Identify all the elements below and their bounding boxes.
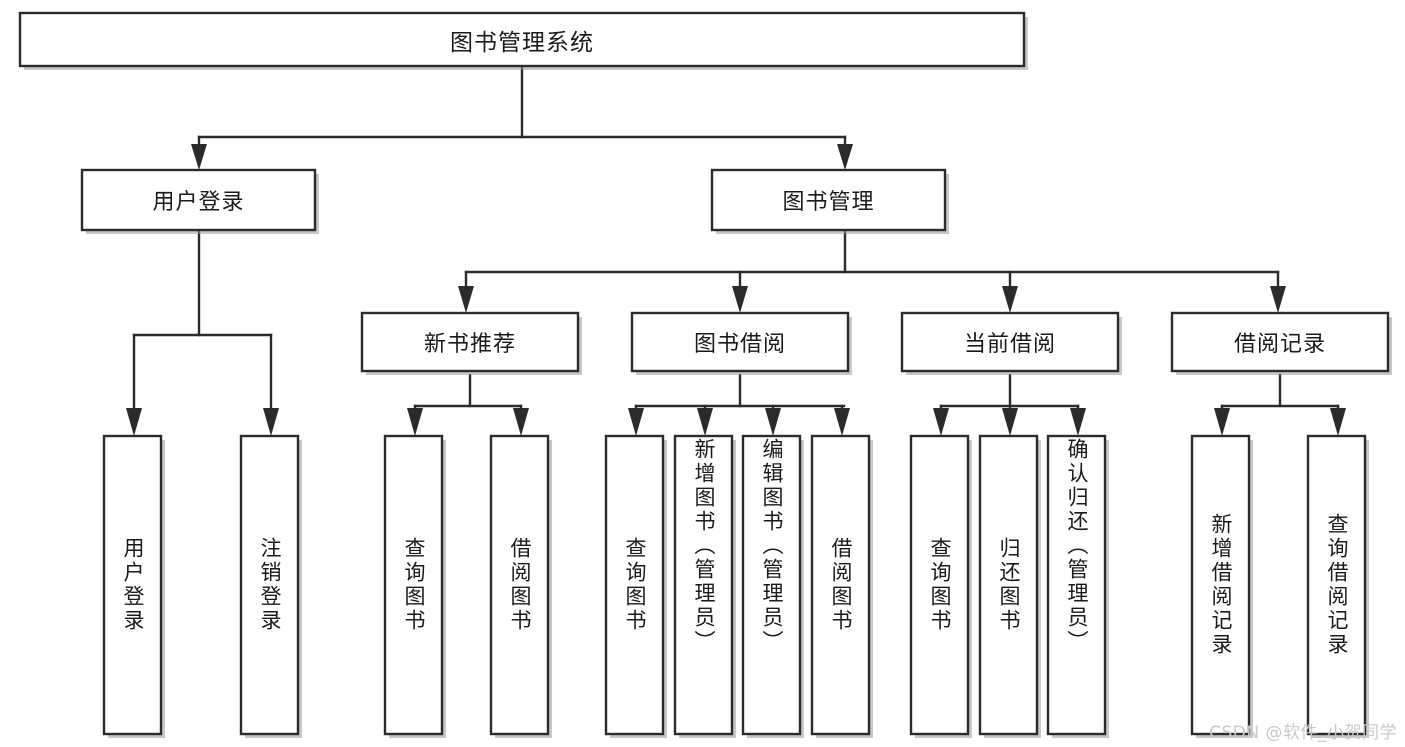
arrow-head-leaf10 <box>1002 408 1018 436</box>
node-leaf5-box[interactable] <box>604 434 665 736</box>
arrow-head-leaf3 <box>407 408 423 436</box>
arrow-head-borrow <box>732 286 748 313</box>
node-leaf3-box[interactable] <box>383 434 444 736</box>
node-root[interactable] <box>18 11 1028 70</box>
node-leaf2-box[interactable] <box>239 434 300 736</box>
arrow-head-leaf12 <box>1214 408 1230 436</box>
node-current-box[interactable] <box>900 311 1120 373</box>
arrow-head-leaf4 <box>513 408 529 436</box>
arrow-head-current <box>1002 286 1018 313</box>
node-bookmgmt[interactable] <box>710 168 949 234</box>
arrow-head-leaf5 <box>628 408 644 436</box>
edge-group-bookmgmt <box>458 230 1286 313</box>
node-leaf13[interactable] <box>1306 434 1369 738</box>
arrow-head-bookmgmt <box>837 144 853 170</box>
node-current[interactable] <box>900 311 1122 375</box>
node-bookmgmt-box[interactable] <box>710 168 947 232</box>
edge-group-root <box>191 66 853 170</box>
node-leaf9-box[interactable] <box>909 434 970 736</box>
arrow-head-leaf11 <box>1070 408 1086 436</box>
node-root-box[interactable] <box>18 11 1026 68</box>
node-leaf5[interactable] <box>604 434 667 738</box>
node-leaf12-box[interactable] <box>1190 434 1251 736</box>
node-leaf4-box[interactable] <box>489 434 550 736</box>
arrow-head-leaf9 <box>933 408 949 436</box>
node-record[interactable] <box>1170 311 1392 375</box>
arrow-head-record <box>1270 286 1286 313</box>
node-newbook-box[interactable] <box>360 311 580 373</box>
edge-group-login-children <box>126 230 279 436</box>
node-leaf4[interactable] <box>489 434 552 738</box>
arrow-head-leaf7 <box>765 408 781 436</box>
node-leaf6[interactable] <box>673 434 736 738</box>
arrow-head-newbook <box>458 286 474 313</box>
node-leaf3[interactable] <box>383 434 446 738</box>
node-leaf13-box[interactable] <box>1306 434 1367 736</box>
arrow-head-leaf13 <box>1330 408 1346 436</box>
node-leaf1-box[interactable] <box>102 434 163 736</box>
node-login-box[interactable] <box>80 168 317 232</box>
node-leaf7[interactable] <box>741 434 804 738</box>
arrow-head-leaf2 <box>263 408 279 436</box>
node-leaf10-box[interactable] <box>978 434 1039 736</box>
edge-group-borrow-children <box>628 373 850 436</box>
arrow-head-login <box>191 144 207 170</box>
node-leaf12[interactable] <box>1190 434 1253 738</box>
node-borrow-box[interactable] <box>630 311 850 373</box>
node-record-box[interactable] <box>1170 311 1390 373</box>
node-leaf8[interactable] <box>810 434 873 738</box>
node-leaf11-box[interactable] <box>1046 434 1107 736</box>
arrow-head-leaf8 <box>834 408 850 436</box>
node-leaf2[interactable] <box>239 434 302 738</box>
arrow-head-leaf6 <box>697 408 713 436</box>
edge-group-newbook-children <box>407 373 529 436</box>
arrow-head-leaf1 <box>126 408 142 436</box>
node-leaf1[interactable] <box>102 434 165 738</box>
node-newbook[interactable] <box>360 311 582 375</box>
node-leaf7-box[interactable] <box>741 434 802 736</box>
edge-group-record-children <box>1214 373 1346 436</box>
node-leaf9[interactable] <box>909 434 972 738</box>
node-leaf11[interactable] <box>1046 434 1109 738</box>
node-leaf6-box[interactable] <box>673 434 734 736</box>
node-login[interactable] <box>80 168 319 234</box>
edge-group-current-children <box>933 373 1086 436</box>
node-leaf8-box[interactable] <box>810 434 871 736</box>
node-leaf10[interactable] <box>978 434 1041 738</box>
node-borrow[interactable] <box>630 311 852 375</box>
